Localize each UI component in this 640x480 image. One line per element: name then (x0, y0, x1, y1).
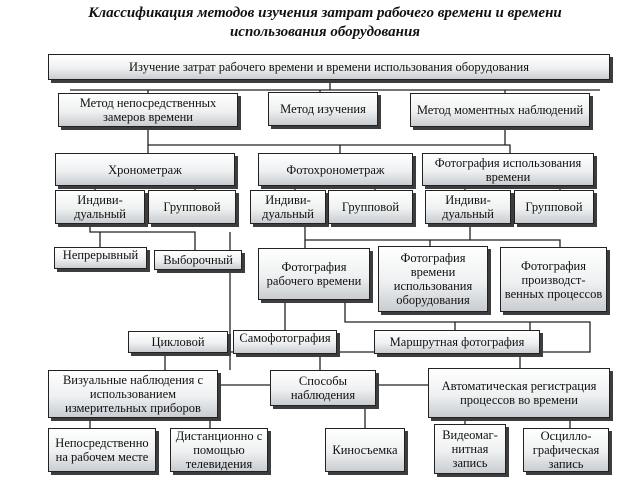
direct-measure-method-box: Метод непосредственных замеров времени (58, 93, 238, 127)
continuous-label: Непрерывный (62, 248, 139, 262)
connector (89, 224, 196, 250)
photo-time-use-box: Фотография использования времени (422, 153, 594, 186)
route-photo-box: Маршрутная фотография (374, 330, 540, 354)
study-method-box: Метод изучения (268, 92, 378, 126)
study-method-label: Метод изучения (280, 102, 366, 116)
study-costs-label: Изучение затрат рабочего времени и време… (129, 60, 529, 74)
work-time-photo-box: Фотография рабочего времени (258, 248, 370, 300)
auto-registration-label: Автоматическая регистрация процессов во … (441, 379, 597, 407)
photo-timing-box: Фотохронометраж (258, 153, 413, 186)
video-box: Видеомаг-нитная запись (434, 424, 506, 474)
connector (164, 300, 591, 370)
direct-measure-method-label: Метод непосредственных замеров времени (79, 96, 217, 124)
photo-time-use-label: Фотография использования времени (434, 155, 582, 184)
individual-label: Индиви-дуальный (262, 193, 314, 221)
study-costs-box: Изучение затрат рабочего времени и време… (48, 54, 610, 80)
timing-label: Хронометраж (108, 162, 182, 177)
connector (304, 224, 561, 247)
timing-group-box: Групповой (148, 190, 236, 224)
photo-use-individual-box: Индиви-дуальный (425, 190, 511, 224)
cyclic-label: Цикловой (151, 335, 205, 349)
film-box: Киносъемка (325, 428, 405, 472)
equipment-time-photo-box: Фотография времени использования оборудо… (378, 246, 488, 312)
on-site-box: Непосредственно на рабочем месте (48, 428, 156, 472)
photo-timing-individual-box: Индиви-дуальный (250, 190, 326, 224)
remote-tv-label: Дистанционно с помощью телевидения (175, 429, 263, 471)
moment-observation-method-box: Метод моментных наблюдений (410, 93, 590, 127)
continuous-box: Непрерывный (54, 247, 147, 269)
oscillo-label: Осцилло-графическая запись (532, 429, 600, 471)
film-label: Киносъемка (332, 443, 398, 457)
self-photo-label: Самофотография (239, 331, 331, 345)
group-label: Групповой (163, 200, 221, 214)
observation-ways-label: Способы наблюдения (290, 374, 356, 402)
connector (147, 127, 511, 153)
selective-box: Выборочный (154, 250, 242, 270)
auto-registration-box: Автоматическая регистрация процессов во … (428, 368, 610, 418)
diagram-title: Классификация методов изучения затрат ра… (88, 5, 562, 40)
route-photo-label: Маршрутная фотография (389, 335, 525, 349)
individual-label: Индиви-дуальный (442, 193, 494, 221)
work-time-photo-label: Фотография рабочего времени (266, 260, 362, 288)
selective-label: Выборочный (163, 253, 233, 267)
equipment-time-photo-label: Фотография времени использования оборудо… (393, 251, 473, 307)
remote-tv-box: Дистанционно с помощью телевидения (170, 428, 268, 472)
visual-observation-label: Визуальные наблюдения с использованием и… (62, 373, 204, 415)
production-photo-box: Фотография производст-венных процессов (500, 247, 607, 312)
group-label: Групповой (341, 200, 400, 214)
visual-observation-box: Визуальные наблюдения с использованием и… (48, 370, 218, 418)
timing-individual-box: Индиви-дуальный (55, 190, 145, 224)
group-label: Групповой (525, 200, 583, 214)
self-photo-box: Самофотография (233, 330, 337, 354)
timing-box: Хронометраж (55, 153, 235, 186)
cyclic-box: Цикловой (128, 331, 228, 353)
moment-observation-method-label: Метод моментных наблюдений (416, 103, 584, 117)
photo-timing-label: Фотохронометраж (286, 162, 385, 177)
photo-timing-group-box: Групповой (328, 190, 413, 224)
production-photo-label: Фотография производст-венных процессов (504, 258, 603, 301)
oscillo-box: Осцилло-графическая запись (523, 428, 609, 472)
photo-use-group-box: Групповой (514, 190, 594, 224)
individual-label: Индиви-дуальный (74, 193, 126, 221)
observation-ways-box: Способы наблюдения (270, 370, 376, 406)
video-label: Видеомаг-нитная запись (442, 428, 498, 470)
on-site-label: Непосредственно на рабочем месте (55, 436, 149, 464)
